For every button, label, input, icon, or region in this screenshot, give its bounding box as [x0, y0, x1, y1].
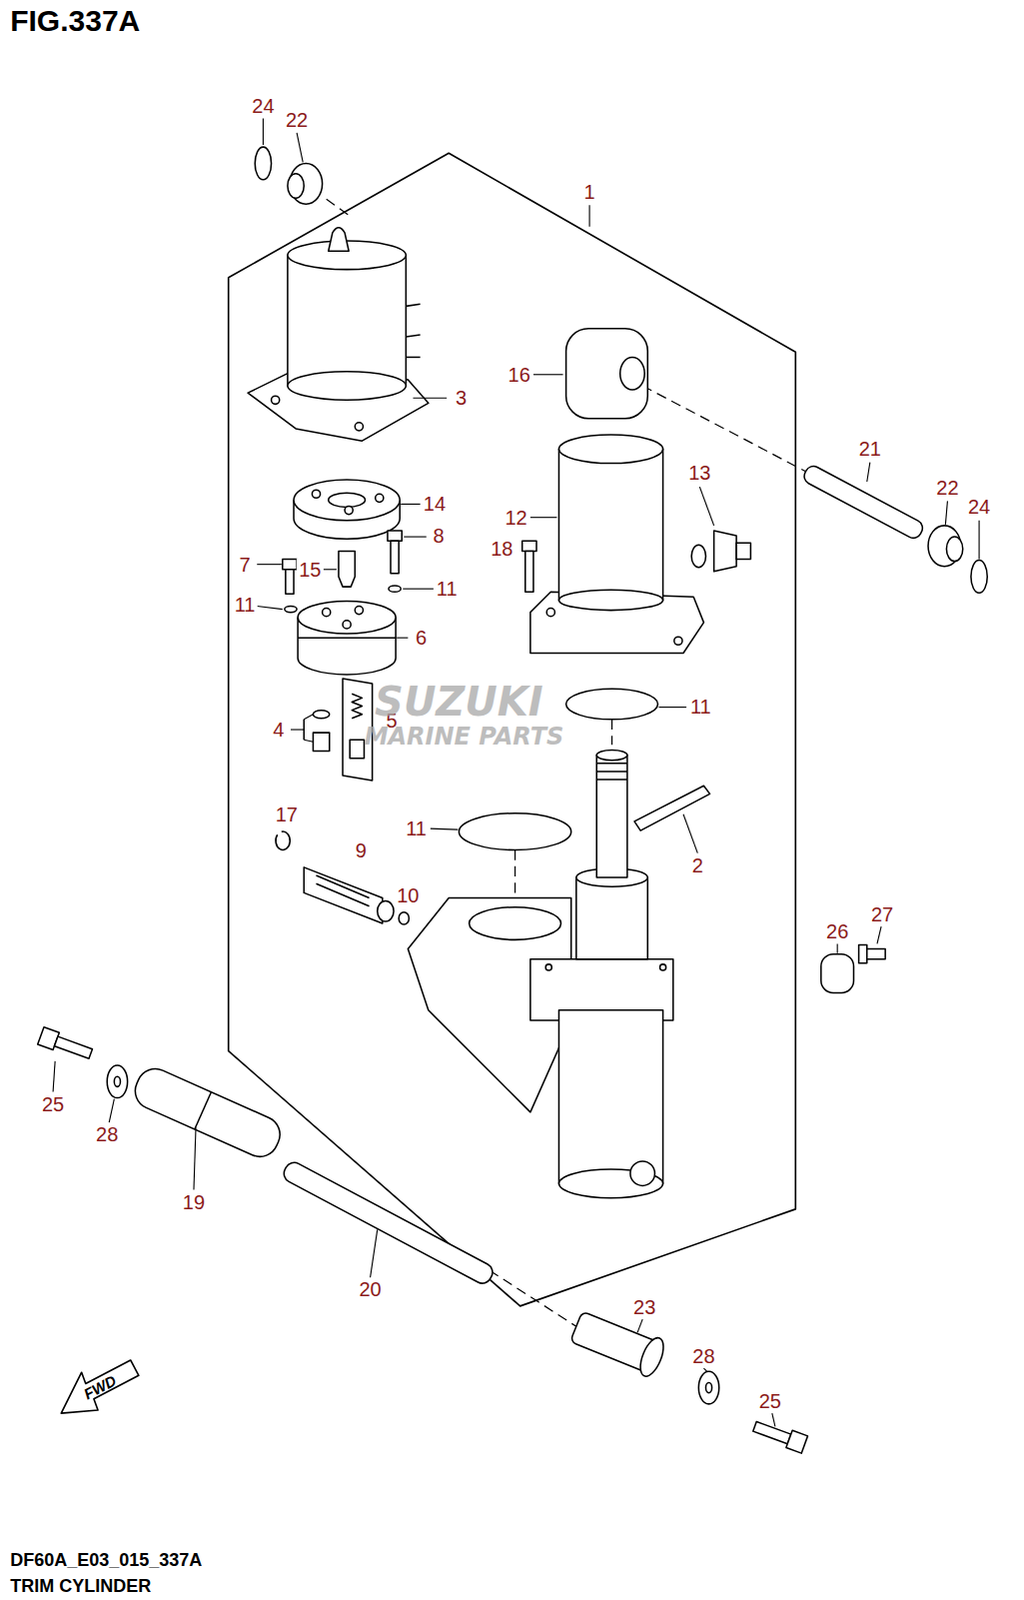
callout-number: 25 — [39, 1092, 66, 1115]
watermark: SUZUKI — [374, 681, 544, 722]
callout-number: 6 — [413, 626, 429, 649]
callout-number: 26 — [824, 920, 851, 943]
figure-title: FIG.337A — [9, 5, 140, 36]
callout-number: 24 — [966, 495, 993, 518]
callout-number: 4 — [270, 718, 286, 741]
callout-number: 19 — [180, 1190, 207, 1213]
callout-number: 11 — [688, 695, 714, 718]
watermark: MARINE PARTS — [364, 724, 565, 749]
callout-number: 22 — [934, 476, 961, 499]
callout-number: 28 — [93, 1122, 120, 1145]
callout-number: 17 — [273, 803, 300, 826]
callout-number: 11 — [232, 593, 258, 616]
callout-number: 20 — [356, 1277, 383, 1300]
callout-number: 14 — [421, 492, 448, 515]
callout-number: 2 — [690, 854, 706, 877]
callout-number: 22 — [283, 108, 310, 131]
callout-number: 11 — [403, 817, 429, 840]
callout-number: 28 — [690, 1344, 717, 1367]
callout-number: 7 — [236, 553, 252, 576]
callout-number: 23 — [631, 1295, 658, 1318]
callout-number: 13 — [686, 461, 713, 484]
figure-caption: TRIM CYLINDER — [9, 1576, 151, 1595]
callout-number: 11 — [434, 577, 460, 600]
callout-number: 21 — [857, 437, 884, 460]
callout-number: 9 — [353, 839, 369, 862]
callout-number: 24 — [249, 94, 276, 117]
callout-number: 18 — [488, 537, 515, 560]
callout-number: 15 — [296, 558, 323, 581]
drawing-code: DF60A_E03_015_337A — [9, 1550, 202, 1569]
callout-number: 10 — [394, 884, 421, 907]
direction-label: FWD — [80, 1372, 118, 1402]
callout-number: 3 — [453, 386, 469, 409]
callout-number: 16 — [506, 363, 533, 386]
callout-number: 8 — [430, 524, 446, 547]
callout-number: 12 — [502, 506, 529, 529]
callout-number: 27 — [869, 903, 896, 926]
callout-number: 25 — [757, 1389, 784, 1412]
callout-number: 1 — [582, 180, 598, 203]
